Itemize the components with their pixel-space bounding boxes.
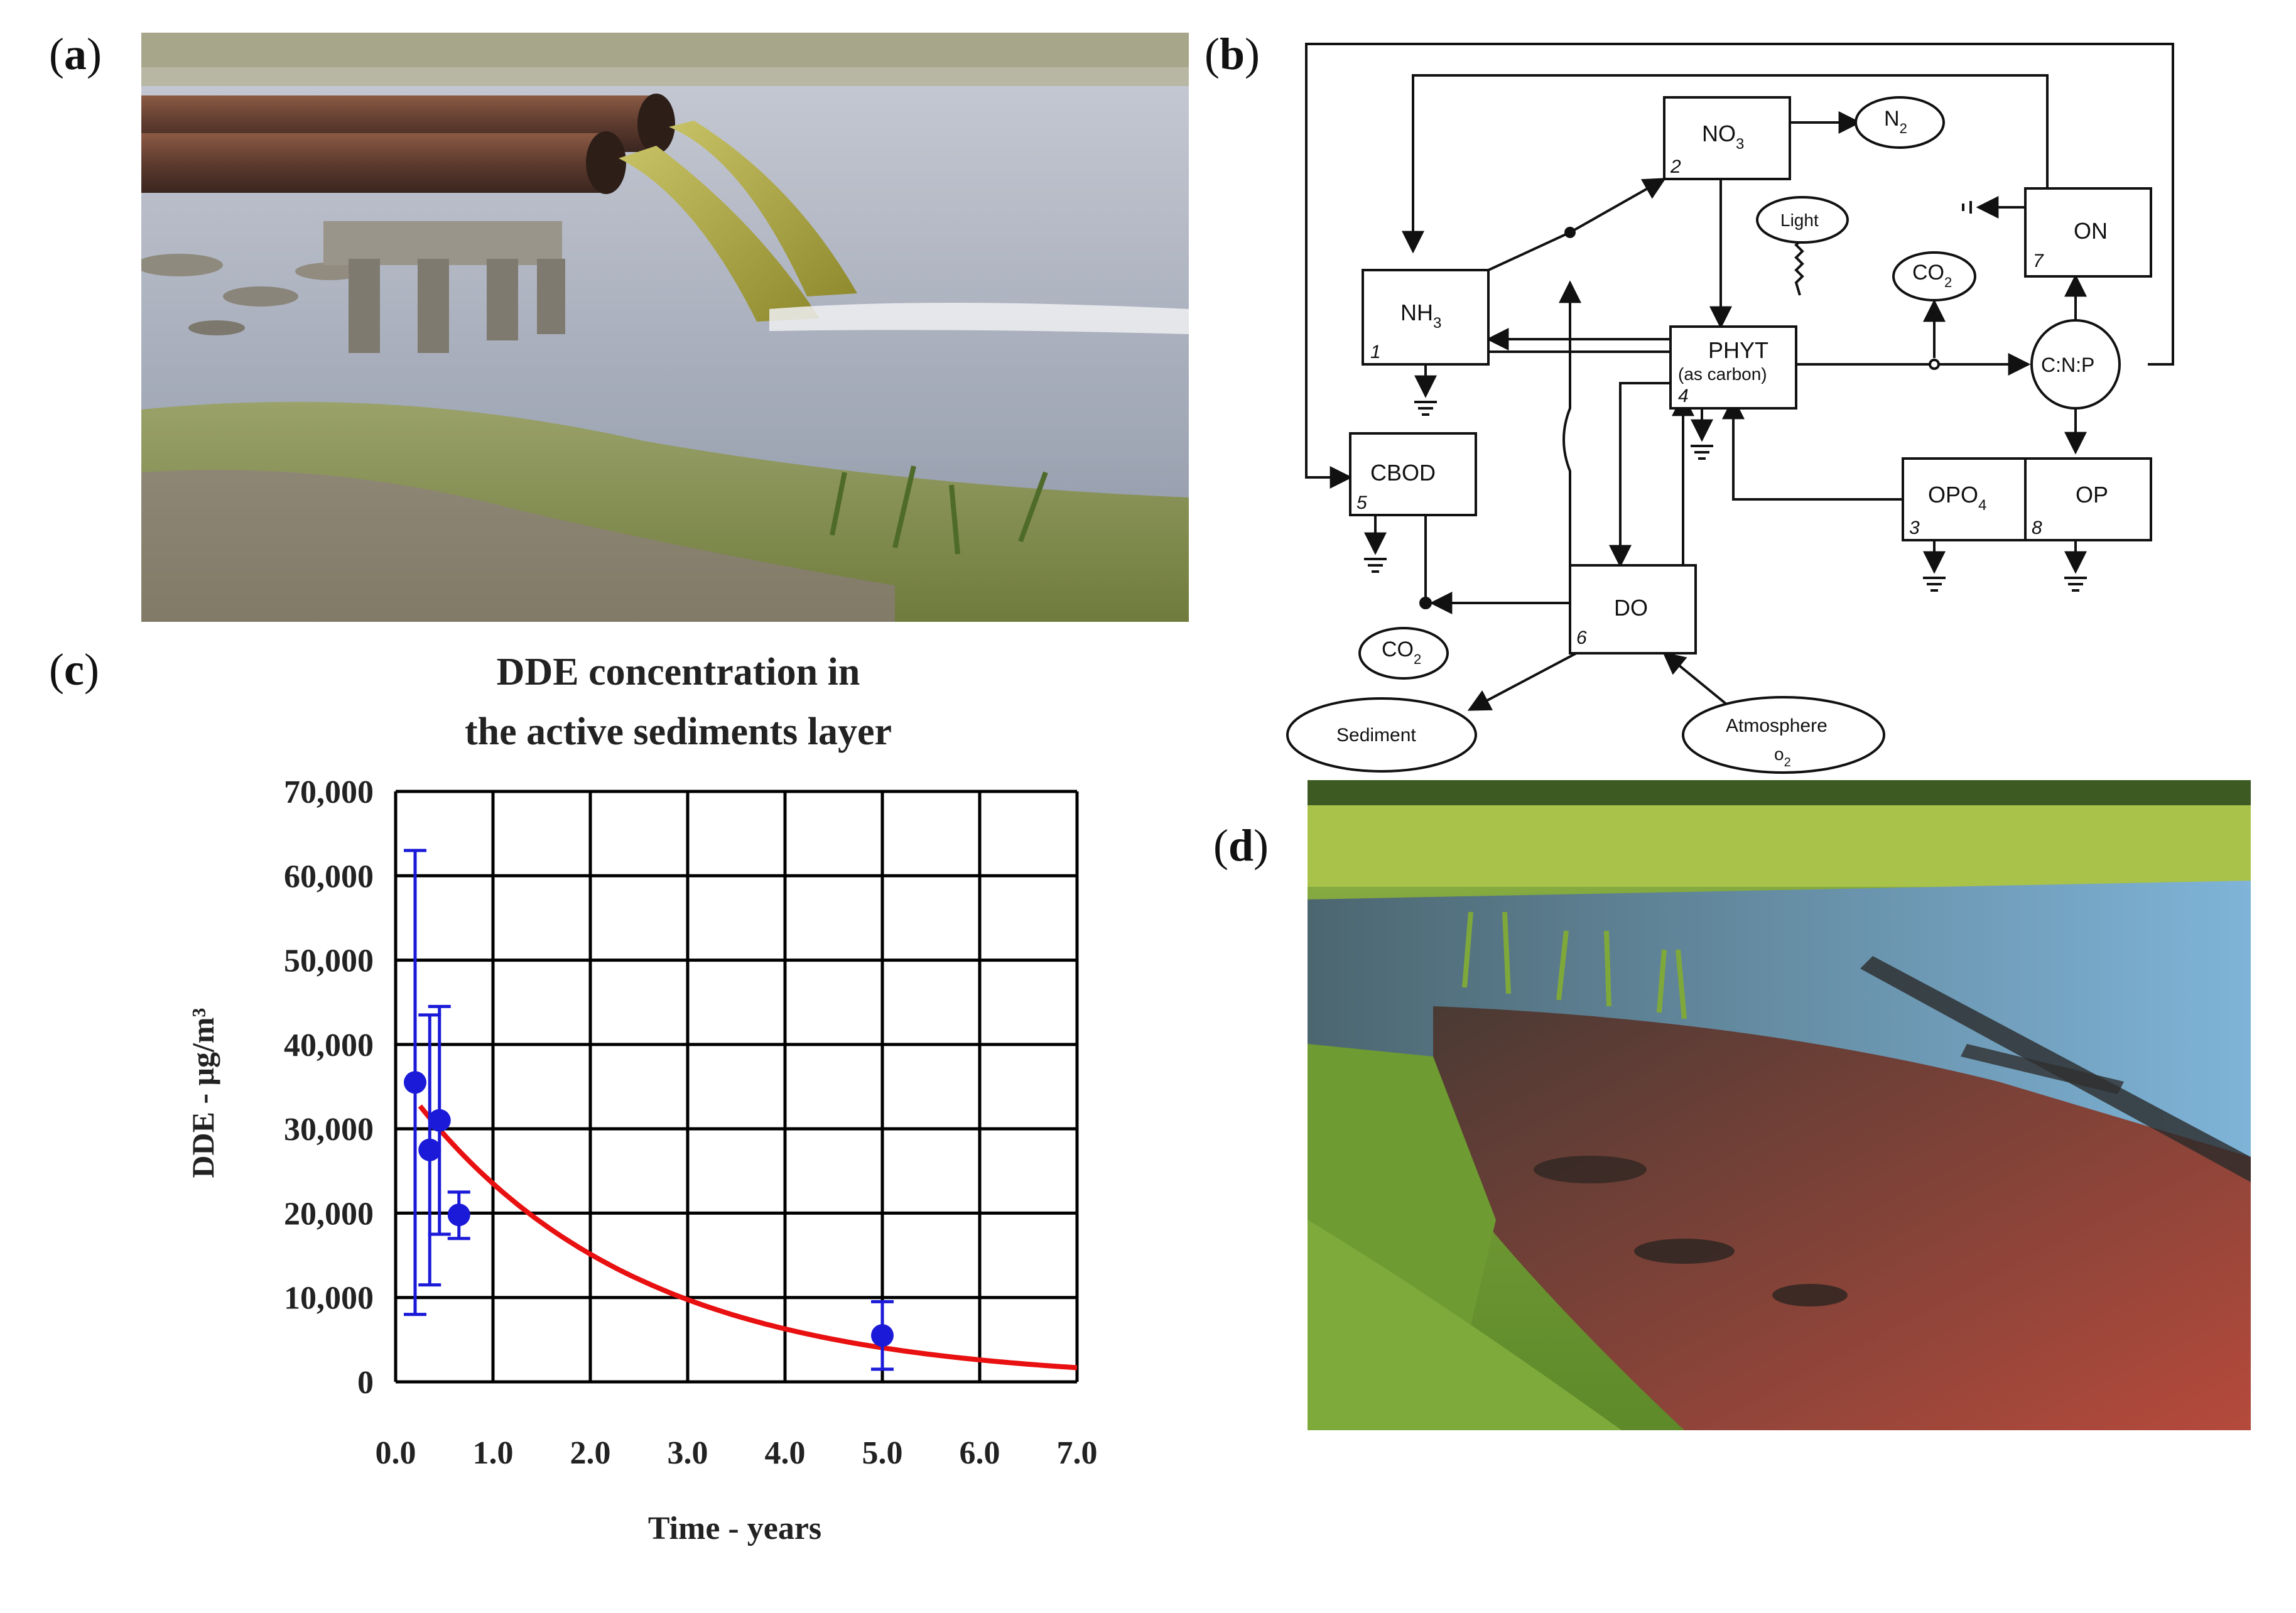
svg-text:(as carbon): (as carbon) [1678,364,1767,384]
svg-text:NO3: NO3 [1702,121,1744,153]
svg-text:CBOD: CBOD [1370,460,1436,486]
svg-text:ON: ON [2074,218,2108,244]
box-do: DO 6 [1569,564,1697,654]
svg-text:PHYT: PHYT [1708,337,1768,363]
ellipse-light: Light [1756,196,1849,244]
point-marker [404,1071,426,1094]
x-tick-label: 7.0 [1057,1435,1098,1471]
data-point [404,849,426,1317]
y-axis-label: DDE - μg/m³ [185,1007,220,1178]
x-tick-label: 2.0 [570,1435,611,1471]
y-tick-label: 50,000 [284,943,374,979]
svg-text:8: 8 [2032,518,2042,538]
svg-text:CO2: CO2 [1382,638,1421,667]
ellipse-n2: N2 [1855,96,1945,149]
ellipse-co2-bottom: CO2 [1358,627,1449,680]
box-no3: NO3 2 [1663,96,1791,180]
point-marker [418,1138,441,1161]
wetland-illustration [1308,780,2251,1430]
x-tick-label: 6.0 [960,1435,1000,1471]
ellipse-atmosphere: Atmosphere o2 [1682,696,1885,774]
diagram-canvas: NH3 1 NO3 2 PHYT (as carbon) 4 ON 7 CBOD… [1286,43,2174,774]
svg-text:o2: o2 [1774,744,1791,769]
svg-text:N2: N2 [1884,107,1907,136]
data-point [447,1190,470,1241]
svg-text:3: 3 [1909,518,1920,538]
svg-text:Light: Light [1780,210,1819,230]
photo-contaminated-wetland [1308,780,2251,1430]
y-tick-label: 40,000 [284,1028,374,1063]
data-point [428,1004,451,1236]
data-points [404,849,894,1371]
svg-text:DO: DO [1614,595,1648,621]
dde-concentration-chart: DDE concentration in the active sediment… [176,647,1137,1570]
svg-text:6: 6 [1576,627,1587,648]
discharge-pipes-illustration [141,33,1189,622]
x-tick-label: 1.0 [473,1435,514,1471]
svg-text:4: 4 [1678,386,1689,406]
svg-text:Atmosphere: Atmosphere [1726,715,1828,736]
svg-text:NH3: NH3 [1400,300,1441,332]
ground-symbols [1364,401,2087,592]
y-tick-label: 20,000 [284,1196,374,1232]
data-point [418,1013,441,1287]
svg-text:OPO4: OPO4 [1928,482,1986,514]
svg-text:5: 5 [1356,492,1367,513]
chart-title-line-1: DDE concentration in [497,651,860,693]
water-quality-kinetics-diagram: NH3 1 NO3 2 PHYT (as carbon) 4 ON 7 CBOD… [1281,31,2179,785]
panel-label-a: (a) [49,29,102,79]
svg-text:C:N:P: C:N:P [2041,354,2094,376]
box-nh3: NH3 1 [1362,269,1490,366]
svg-text:OP: OP [2076,482,2108,508]
panel-label-d: (d) [1213,820,1269,871]
x-tick-label: 4.0 [765,1435,806,1471]
box-op: OP 8 [2024,457,2152,541]
box-on: ON 7 [2024,187,2152,278]
chart-title-line-2: the active sediments layer [465,710,892,753]
fit-curve [418,1104,1078,1371]
box-phyt: PHYT (as carbon) 4 [1669,325,1797,410]
point-marker [428,1109,451,1132]
chart-canvas: DDE concentration in the active sediment… [185,651,1098,1546]
point-marker [447,1203,470,1227]
point-marker [871,1324,894,1347]
x-tick-label: 5.0 [862,1435,903,1471]
y-tick-label: 0 [357,1365,374,1401]
svg-text:2: 2 [1670,156,1681,177]
svg-text:7: 7 [2033,251,2044,271]
ellipse-co2-top: CO2 [1892,251,1976,301]
panel-label-c: (c) [49,644,99,695]
svg-text:1: 1 [1370,342,1381,362]
box-opo4: OPO4 3 [1902,457,2030,541]
ellipse-sediment: Sediment [1286,697,1477,773]
svg-text:Sediment: Sediment [1336,725,1416,746]
ellipse-cnp: C:N:P [2030,319,2121,410]
y-tick-label: 30,000 [284,1112,374,1148]
chart-grid [394,790,1079,1384]
y-tick-label: 60,000 [284,859,374,894]
photo-discharge-pipes [141,33,1189,622]
y-tick-label: 10,000 [284,1281,374,1317]
x-tick-label: 0.0 [376,1435,416,1471]
x-axis-label: Time - years [648,1511,821,1546]
box-cbod: CBOD 5 [1349,432,1477,516]
svg-text:CO2: CO2 [1912,261,1952,290]
panel-label-b: (b) [1205,29,1260,79]
y-tick-labels: 0 10,000 20,000 30,000 40,000 50,000 60,000 70,… [284,774,374,1401]
x-tick-label: 3.0 [668,1435,708,1471]
data-point [871,1300,894,1371]
x-tick-labels: 0.0 1.0 2.0 3.0 4.0 5.0 6.0 7.0 [376,1435,1098,1471]
y-tick-label: 70,000 [284,774,374,810]
